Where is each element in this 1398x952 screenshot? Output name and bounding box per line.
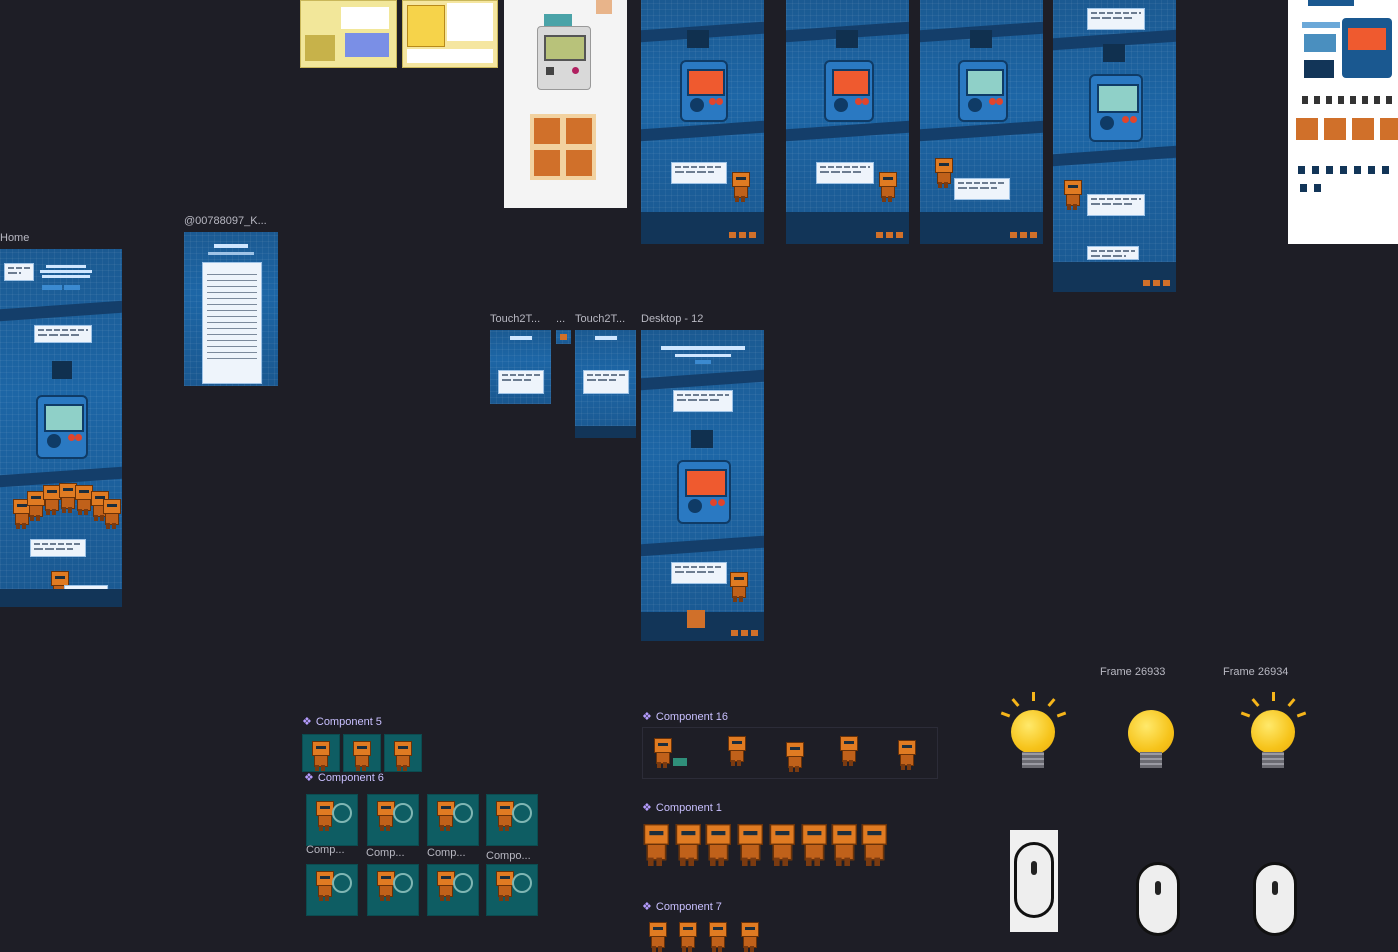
poster-thumb-2[interactable] — [402, 0, 498, 68]
cartridge — [544, 14, 572, 26]
light-ray — [1056, 711, 1067, 718]
crate-grid — [530, 114, 596, 180]
component-7[interactable] — [642, 918, 768, 952]
component-6-sub-label[interactable]: Comp... — [306, 844, 345, 856]
desktop-12-frame[interactable] — [641, 330, 764, 641]
touch-tech-logo — [407, 5, 445, 47]
mouse-icon[interactable] — [1253, 862, 1297, 936]
robot-icon — [1061, 180, 1083, 210]
touch-frame-b[interactable] — [575, 330, 636, 438]
home-frame[interactable] — [0, 249, 122, 607]
frame-26934[interactable] — [1240, 690, 1308, 776]
light-ray — [1272, 692, 1275, 701]
diamond-icon: ❖ — [642, 901, 652, 913]
diamond-icon: ❖ — [642, 802, 652, 814]
registration-form[interactable] — [202, 262, 262, 384]
light-ray — [1251, 698, 1260, 707]
desktop-frame-d[interactable] — [1053, 0, 1176, 292]
frame-26933[interactable] — [1122, 700, 1182, 780]
mouse-frame[interactable] — [1010, 830, 1058, 932]
bulb-base — [1140, 752, 1162, 768]
robot-icon — [932, 158, 954, 188]
poster-card — [345, 33, 389, 57]
light-ray — [1287, 698, 1296, 707]
component-5[interactable] — [302, 734, 422, 772]
component-6-sub-label[interactable]: Compo... — [486, 850, 531, 862]
lightbulb-icon — [1251, 710, 1295, 754]
game-console-icon — [677, 460, 731, 524]
component-6[interactable]: Comp... Comp... Comp... Compo... — [304, 790, 544, 920]
robot-crowd — [10, 483, 121, 533]
frame-label-desktop-12[interactable]: Desktop - 12 — [641, 313, 704, 325]
diamond-icon: ❖ — [642, 711, 652, 723]
console-asset-frame[interactable] — [504, 0, 627, 208]
game-console-icon — [1089, 74, 1143, 142]
component-6-sub-label[interactable]: Comp... — [366, 847, 405, 859]
poster-text — [341, 7, 389, 29]
poster-art — [305, 35, 335, 61]
component-16-label[interactable]: ❖Component 16 — [642, 711, 729, 723]
component-1-label[interactable]: ❖Component 1 — [642, 802, 722, 814]
bulb-base — [1022, 752, 1044, 768]
mouse-icon — [1014, 842, 1054, 918]
light-ray — [1047, 698, 1056, 707]
robot-icon — [729, 172, 751, 202]
light-ray — [1032, 692, 1035, 701]
component-6-label[interactable]: ❖Component 6 — [304, 772, 384, 784]
frame-label-touch-dots[interactable]: ... — [556, 313, 566, 325]
poster-footer-text — [407, 49, 493, 63]
robot-icon — [727, 572, 749, 602]
frame-label-touch-b[interactable]: Touch2T... — [575, 313, 626, 325]
desktop-frame-a[interactable] — [641, 0, 764, 244]
desktop-frame-b[interactable] — [786, 0, 909, 244]
hero-title — [40, 263, 92, 293]
poster-text — [447, 3, 493, 41]
game-console-icon — [824, 60, 874, 122]
component-5-label[interactable]: ❖Component 5 — [302, 716, 382, 728]
mouse-icon[interactable] — [1136, 862, 1180, 936]
poster-thumb-1[interactable] — [300, 0, 397, 68]
light-ray — [1296, 711, 1307, 718]
lightbulb-on[interactable] — [1000, 690, 1068, 776]
component-1[interactable] — [642, 820, 894, 876]
frame-label-home[interactable]: Home — [0, 232, 30, 244]
component-7-label[interactable]: ❖Component 7 — [642, 901, 722, 913]
username-frame[interactable] — [184, 232, 278, 386]
handheld-console — [537, 26, 591, 90]
light-ray — [1000, 711, 1011, 718]
asset-sheet-frame[interactable] — [1288, 0, 1398, 244]
game-console-icon — [680, 60, 728, 122]
frame-label-username[interactable]: @00788097_K... — [184, 215, 267, 227]
character-sprite — [596, 0, 612, 14]
diamond-icon: ❖ — [304, 772, 314, 784]
desktop-frame-c[interactable] — [920, 0, 1043, 244]
robot-icon — [876, 172, 898, 202]
lightbulb-icon — [1128, 710, 1174, 756]
lightbulb-icon — [1011, 710, 1055, 754]
component-16[interactable] — [642, 727, 938, 779]
light-ray — [1011, 698, 1020, 707]
diamond-icon: ❖ — [302, 716, 312, 728]
touch-frame-a[interactable] — [490, 330, 551, 404]
frame-label-touch-a[interactable]: Touch2T... — [490, 313, 541, 325]
game-console-icon — [36, 395, 88, 459]
frame-label-26933[interactable]: Frame 26933 — [1100, 666, 1166, 678]
frame-label-26934[interactable]: Frame 26934 — [1223, 666, 1289, 678]
game-console-icon — [958, 60, 1008, 122]
bulb-base — [1262, 752, 1284, 768]
component-6-sub-label[interactable]: Comp... — [427, 847, 466, 859]
touch-frame-small[interactable] — [556, 330, 571, 344]
light-ray — [1240, 711, 1251, 718]
